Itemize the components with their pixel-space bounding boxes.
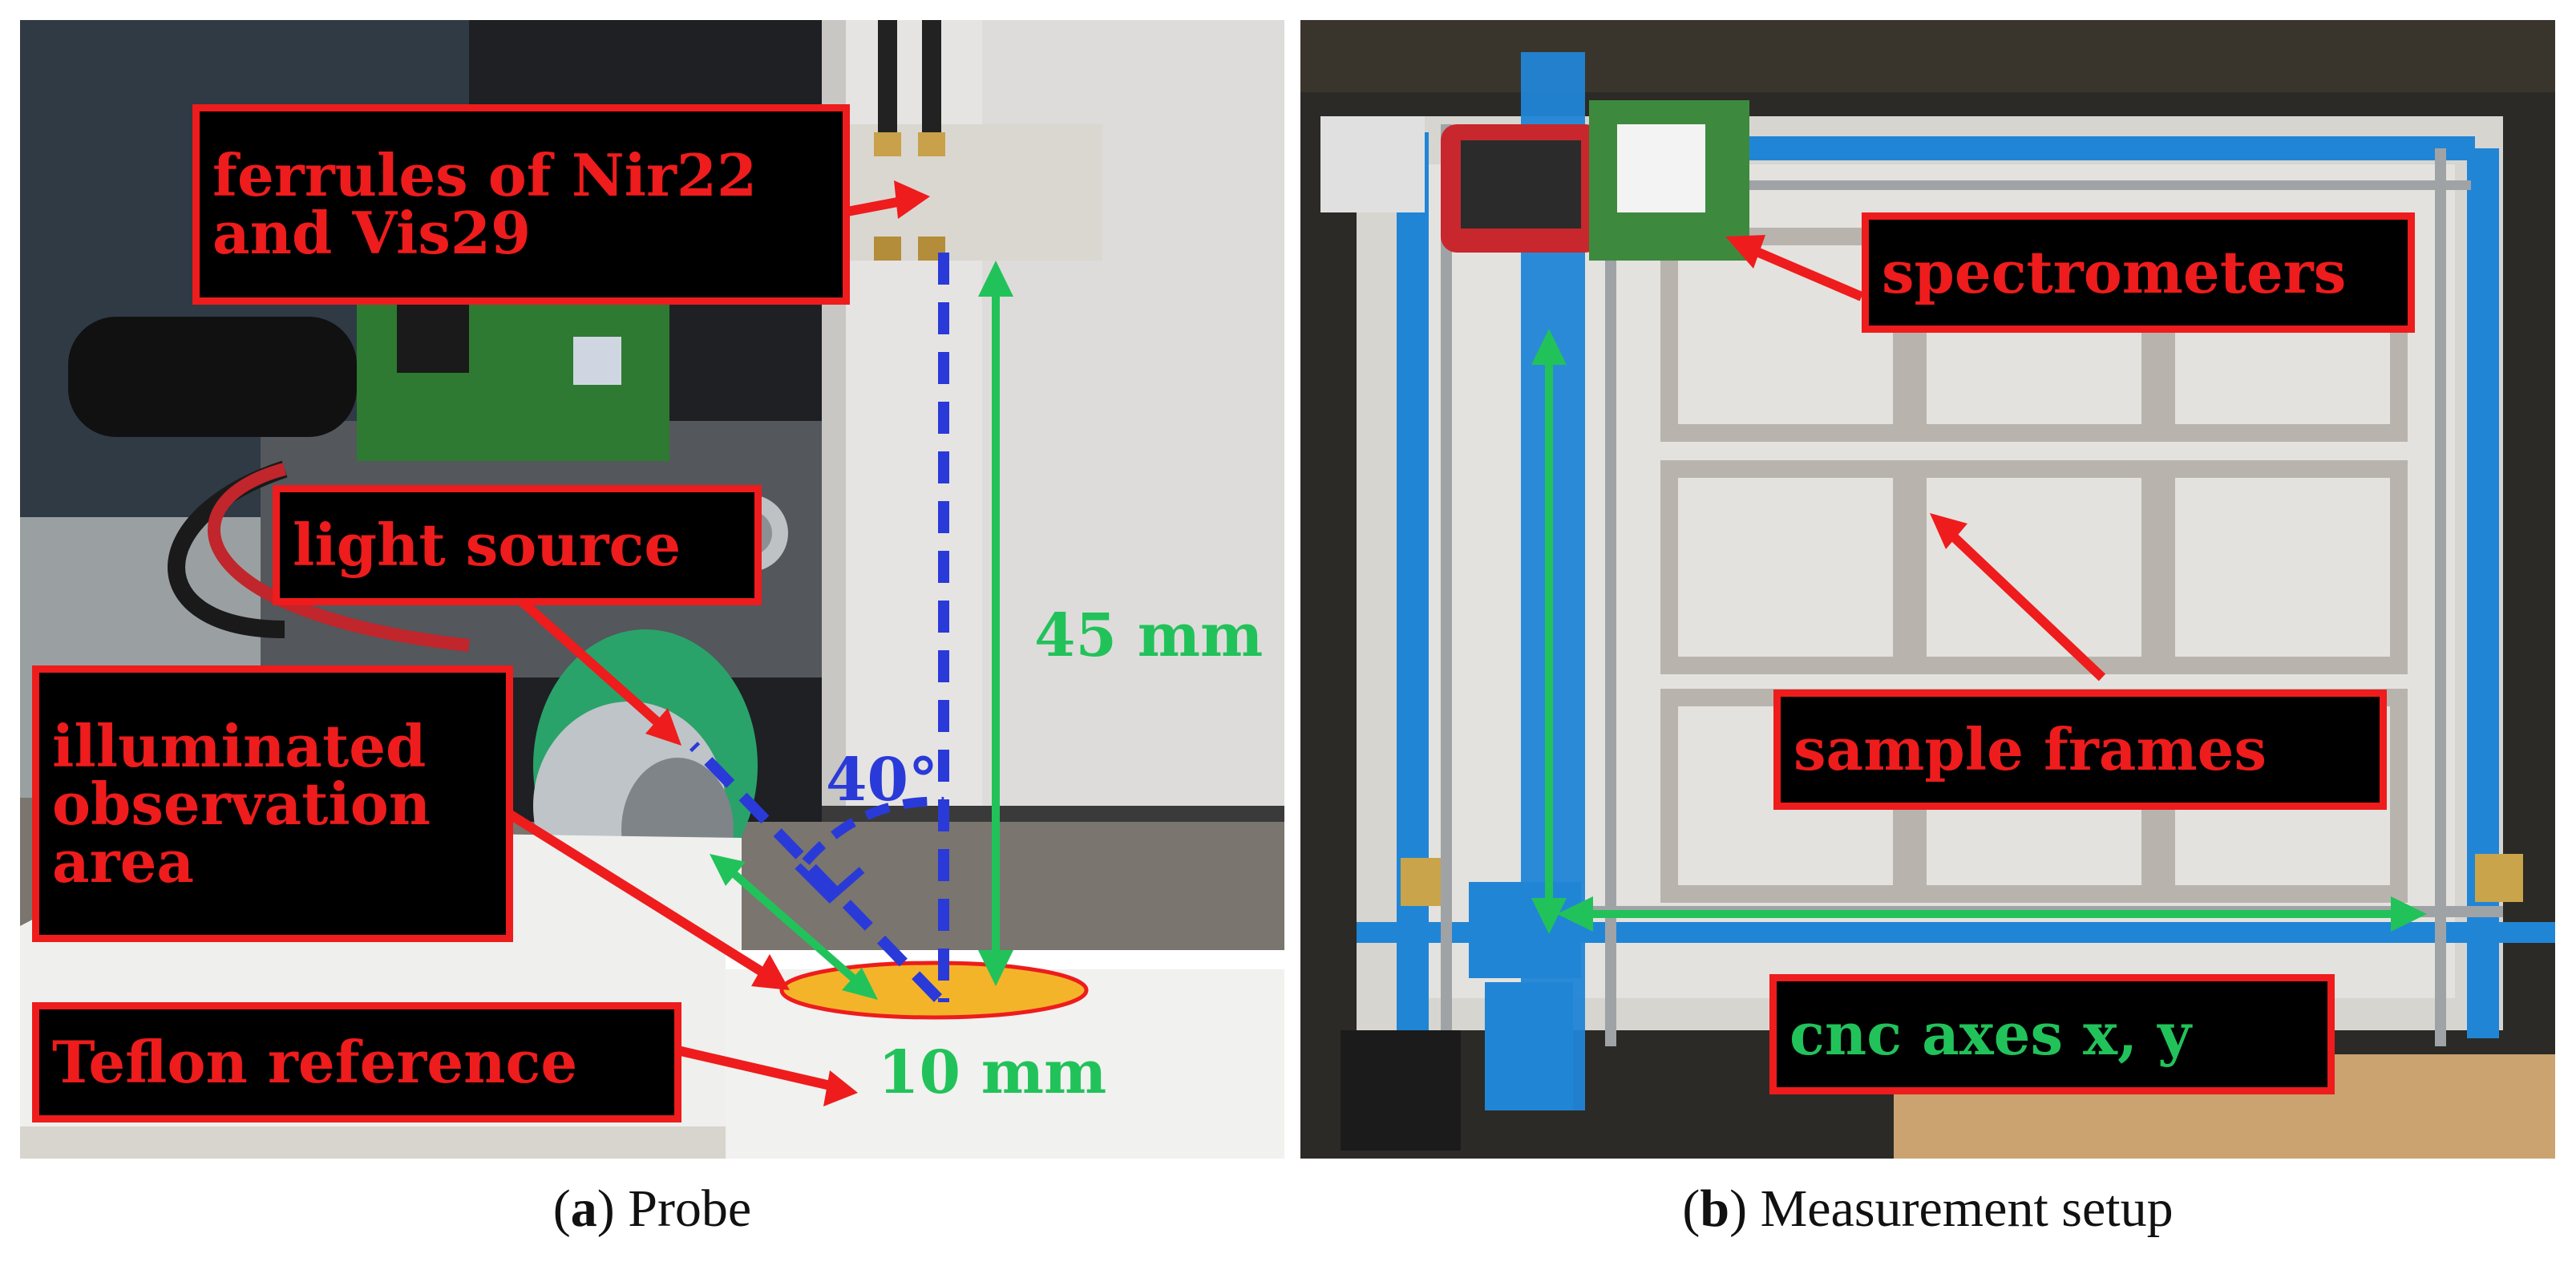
ferrules-label: ferrules of Nir22 and Vis29 — [192, 104, 850, 305]
caption-a-text: Probe — [628, 1179, 752, 1238]
probe-photo-panel: ferrules of Nir22 and Vis29 light source… — [20, 20, 1284, 1159]
caption-b-letter: b — [1700, 1179, 1730, 1238]
spectrometers-label: spectrometers — [1862, 212, 2415, 333]
cnc-axes-label: cnc axes x, y — [1769, 974, 2335, 1094]
sample-frames-label: sample frames — [1773, 690, 2387, 810]
teflon-reference-label: Teflon reference — [32, 1002, 681, 1122]
caption-a: (a) Probe — [552, 1179, 752, 1238]
light-source-label: light source — [273, 485, 762, 605]
caption-b-text: Measurement setup — [1760, 1179, 2174, 1238]
angle-measurement: 40° — [826, 746, 938, 815]
illuminated-observation-area-label: illuminated observation area — [32, 665, 513, 942]
caption-b: (b) Measurement setup — [1682, 1179, 2174, 1238]
height-measurement: 45 mm — [1034, 601, 1264, 670]
caption-a-letter: a — [570, 1179, 597, 1238]
measurement-setup-photo — [1300, 20, 2555, 1159]
spot-diameter-measurement: 10 mm — [878, 1038, 1107, 1107]
measurement-setup-photo-panel: spectrometers sample frames cnc axes x, … — [1300, 20, 2555, 1159]
